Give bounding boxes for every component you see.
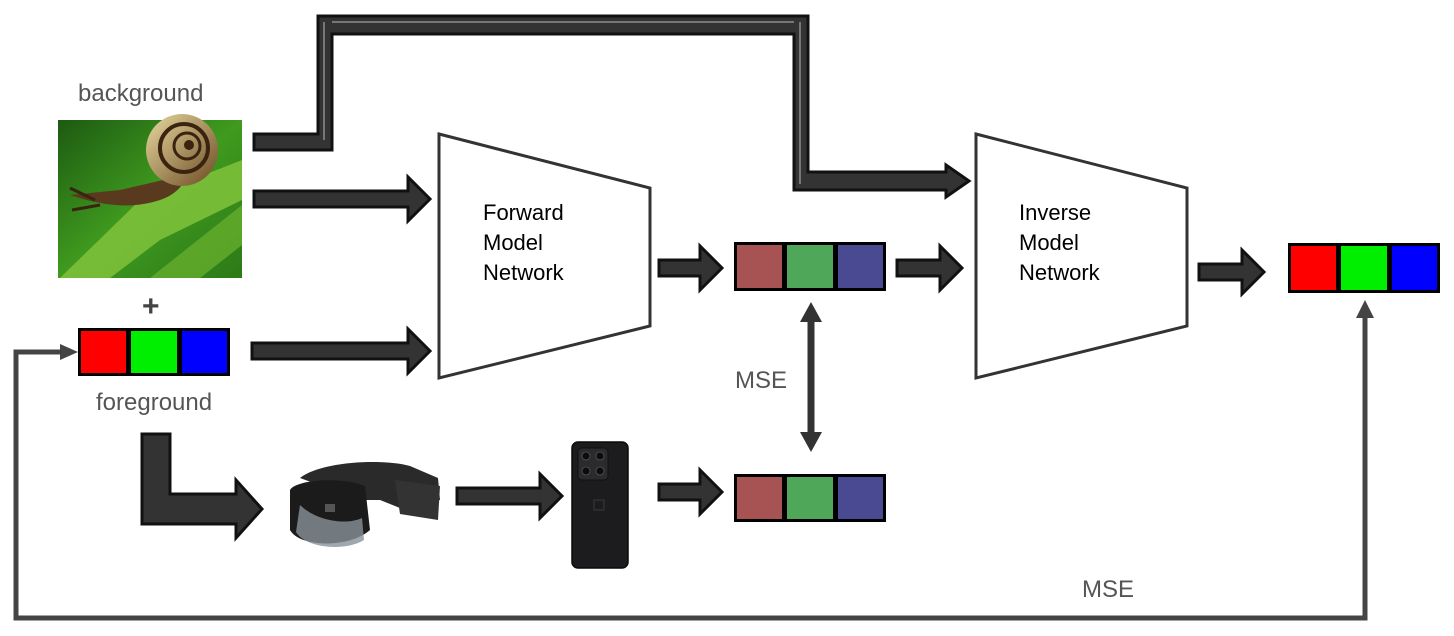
foreground-swatch: [131, 331, 177, 373]
foreground-label: foreground: [96, 389, 213, 416]
foreground-to-forward-arrow: [250, 325, 433, 377]
phone-image: [571, 441, 629, 569]
inverse-output-swatch: [1392, 246, 1437, 290]
mse-double-arrow: [800, 302, 822, 452]
background-label: background: [78, 80, 204, 107]
inverse-network-label-line: Inverse: [1019, 200, 1092, 225]
foreground-to-headset-arrow: [140, 432, 265, 542]
device-output-swatch: [838, 477, 883, 519]
headset-image: [282, 455, 440, 555]
mse-label-middle: MSE: [735, 367, 788, 394]
forward-output-swatch: [838, 245, 883, 288]
background-image: [58, 114, 242, 278]
output-to-inverse-arrow: [895, 242, 965, 294]
forward-network-label-line: Forward: [483, 200, 564, 225]
forward-output-swatch: [737, 245, 782, 288]
inverse-network-label-line: Network: [1019, 260, 1100, 285]
foreground-swatch: [81, 331, 126, 373]
headset-to-phone-arrow: [455, 470, 565, 522]
device-output-swatch: [787, 477, 833, 519]
forward-network-label-line: Model: [483, 230, 543, 255]
phone-to-output-arrow: [657, 466, 725, 518]
device-output-swatches: [734, 474, 886, 522]
forward-model-network: [437, 132, 652, 380]
inverse-network-label: Inverse Model Network: [1019, 198, 1100, 288]
forward-to-output-arrow: [657, 242, 725, 294]
forward-output-swatch: [787, 245, 833, 288]
device-output-swatch: [737, 477, 782, 519]
mse-label-bottom: MSE: [1082, 576, 1135, 603]
foreground-swatch: [182, 331, 227, 373]
forward-output-swatches: [734, 242, 886, 291]
foreground-color-swatches: [78, 328, 230, 376]
inverse-to-output-arrow: [1197, 246, 1267, 298]
forward-network-label: Forward Model Network: [483, 198, 564, 288]
skip-connection-arrow: [252, 14, 972, 200]
inverse-model-network: [974, 132, 1189, 380]
forward-network-label-line: Network: [483, 260, 564, 285]
plus-sign: +: [142, 290, 160, 323]
mse-feedback-loop: [13, 300, 1374, 621]
inverse-network-label-line: Model: [1019, 230, 1079, 255]
background-to-forward-arrow: [252, 173, 433, 225]
inverse-output-swatch: [1291, 246, 1336, 290]
inverse-output-swatches: [1288, 243, 1440, 293]
inverse-output-swatch: [1341, 246, 1387, 290]
